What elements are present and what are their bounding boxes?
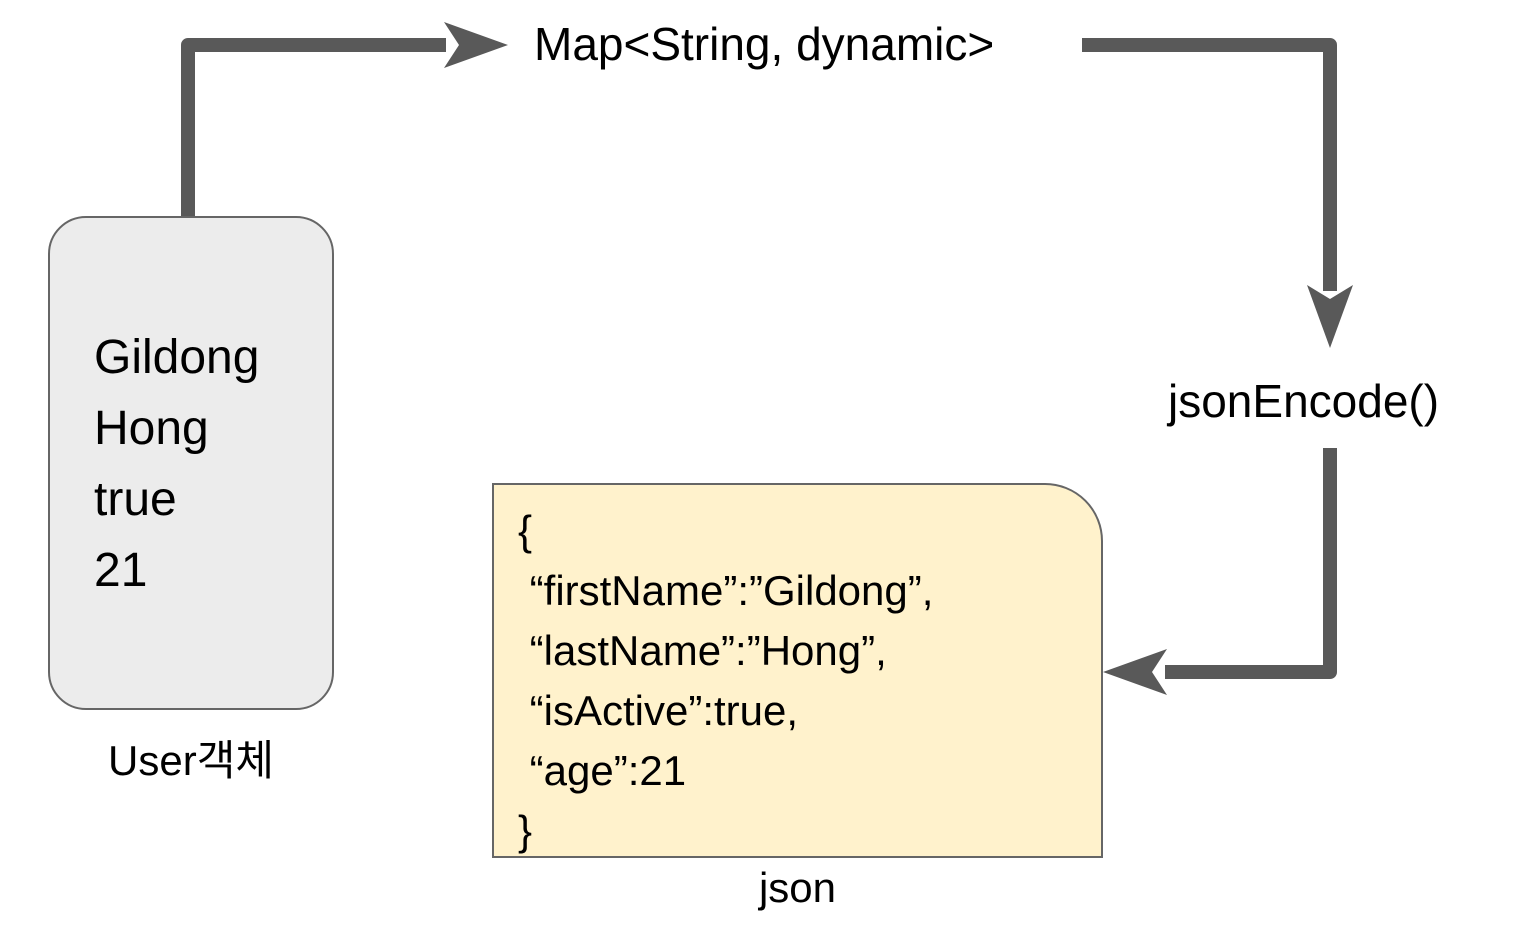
edge-user-to-map-line (181, 38, 446, 222)
edge-label-json-encode: jsonEncode() (1168, 375, 1440, 427)
node-json-note-text: { “firstName”:”Gildong”, “lastName”:”Hon… (518, 507, 934, 854)
edge-encode-to-json (1103, 448, 1337, 695)
node-json-note-caption: json (758, 864, 837, 911)
node-user-object-text: Gildong Hong true 21 (94, 331, 260, 597)
edge-user-to-map (181, 22, 508, 222)
edge-map-to-encode-line (1082, 38, 1337, 291)
node-user-object-caption: User객체 (108, 737, 274, 784)
node-user-object[interactable]: Gildong Hong true 21 (48, 216, 334, 710)
edge-user-to-map-arrowhead (444, 22, 508, 68)
edge-map-to-encode (1082, 38, 1353, 348)
edge-map-to-encode-arrowhead (1307, 285, 1353, 348)
edge-label-map-type: Map<String, dynamic> (534, 18, 995, 70)
edge-encode-to-json-arrowhead (1103, 649, 1167, 695)
node-json-note[interactable]: { “firstName”:”Gildong”, “lastName”:”Hon… (492, 483, 1103, 858)
edge-encode-to-json-line (1165, 448, 1337, 679)
